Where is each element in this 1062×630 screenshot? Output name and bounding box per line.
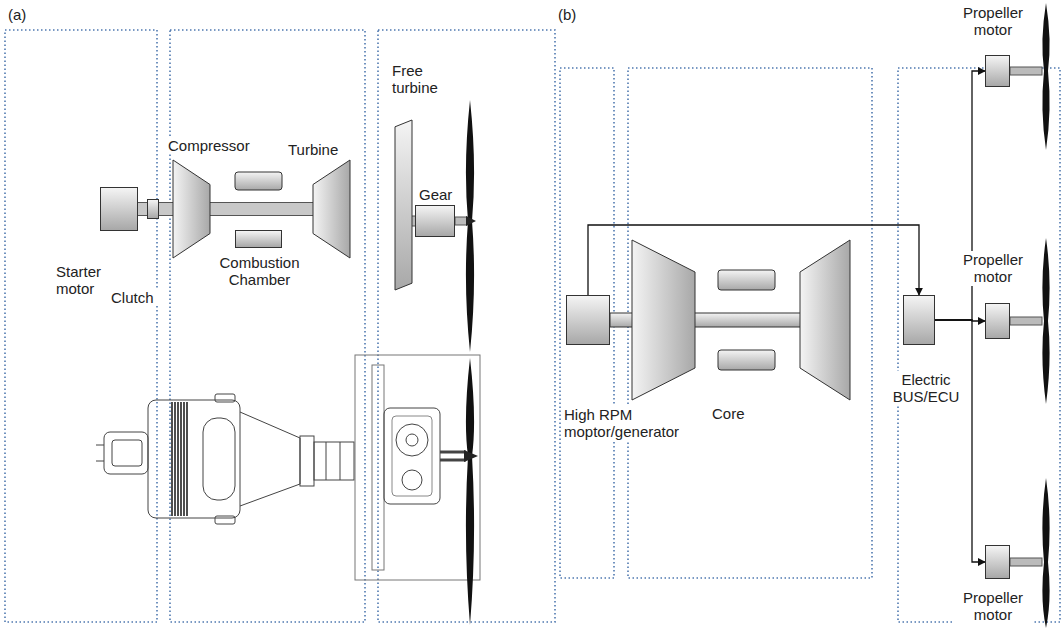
power-line — [935, 320, 985, 562]
compressor: Compressor — [173, 160, 210, 258]
propeller-motor: Propeller motor — [985, 55, 1010, 87]
schematic-a — [235, 100, 476, 352]
compressor-outline — [173, 160, 210, 258]
part-label: Turbine — [288, 141, 348, 158]
core-b — [610, 240, 850, 400]
propellers-b — [1010, 3, 1050, 628]
part-label: Starter motor — [56, 263, 114, 298]
electric-bus: Electric BUS/ECU — [903, 295, 935, 345]
shaft-connector — [210, 209, 313, 210]
propeller-motor: Propeller motor — [985, 545, 1010, 579]
propeller-motor: Propeller motor — [985, 303, 1010, 339]
group-frames — [5, 30, 1060, 622]
part-label: Combustion Chamber — [211, 254, 308, 289]
clutch: Clutch — [147, 199, 159, 219]
part-label: Propeller motor — [953, 589, 1033, 624]
panel-label: (b) — [558, 6, 576, 23]
motor-generator: High RPM moptor/generator — [566, 295, 610, 345]
engine-illustration — [96, 355, 480, 625]
free-turbine-outline — [395, 120, 412, 290]
part-label: Propeller motor — [953, 251, 1033, 286]
power-line — [588, 225, 919, 295]
free-turbine: Free turbine — [395, 120, 412, 290]
shaft-connector — [138, 209, 147, 210]
part-label: Propeller motor — [953, 4, 1033, 39]
gear: Gear — [415, 205, 455, 237]
part-label: Clutch — [111, 289, 161, 306]
turbine: Turbine — [313, 160, 350, 258]
shaft-connector — [159, 209, 173, 210]
part-label: Compressor — [168, 137, 258, 154]
part-label: Electric BUS/ECU — [887, 371, 965, 406]
starter-motor: Starter motor — [100, 187, 138, 231]
part-label: Gear — [419, 186, 464, 203]
part-label: High RPM moptor/generator — [564, 406, 694, 441]
combustion-chamber: Combustion Chamber — [235, 230, 282, 248]
part-label: Core — [712, 405, 745, 422]
turbine-outline — [313, 160, 350, 258]
part-label: Free turbine — [392, 62, 452, 97]
panel-label: (a) — [8, 6, 26, 23]
